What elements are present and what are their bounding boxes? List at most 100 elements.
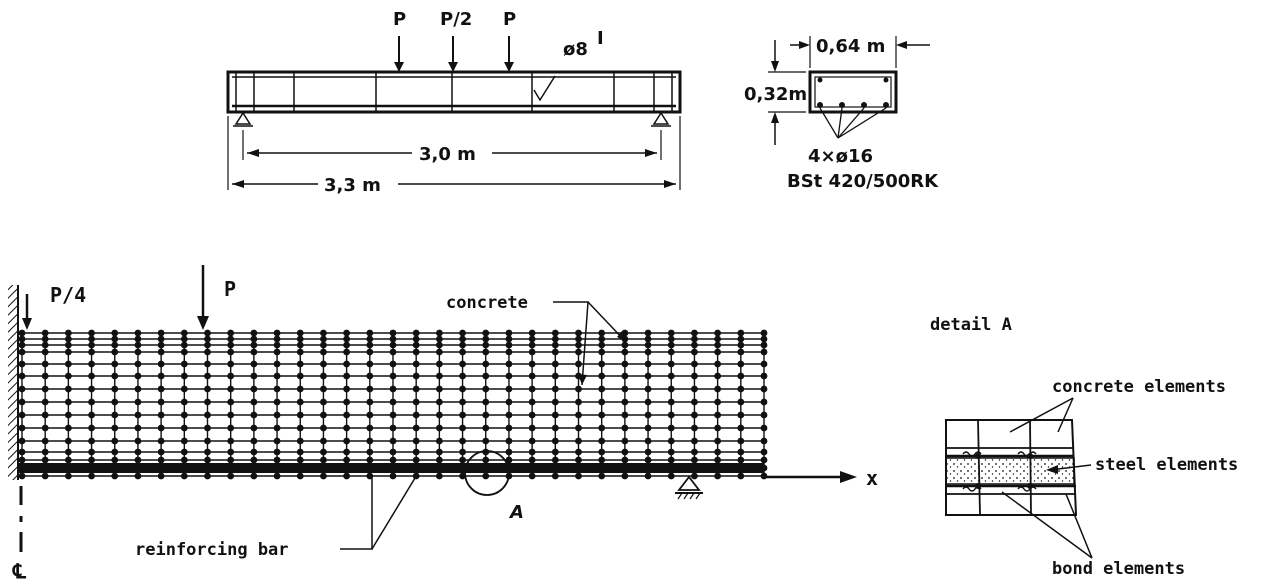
mesh-node bbox=[296, 360, 304, 368]
mesh-node bbox=[64, 329, 72, 337]
mesh-node bbox=[760, 398, 768, 406]
mesh-node bbox=[320, 398, 327, 406]
mesh-node bbox=[644, 456, 652, 464]
mesh-node bbox=[598, 398, 606, 406]
span-inner-label: 3,0 m bbox=[419, 144, 476, 165]
mesh-node bbox=[551, 329, 559, 337]
mesh-node bbox=[111, 398, 119, 406]
beam-stirrups bbox=[235, 72, 673, 112]
mesh-node bbox=[760, 348, 768, 356]
mesh-node bbox=[296, 385, 304, 393]
mesh-node bbox=[435, 372, 443, 380]
mesh-node bbox=[621, 398, 629, 406]
mesh-node bbox=[88, 456, 95, 464]
mesh-node bbox=[343, 335, 351, 343]
mesh-node bbox=[88, 335, 95, 343]
mesh-node bbox=[691, 341, 698, 349]
mesh-node bbox=[343, 360, 351, 368]
mesh-node bbox=[111, 411, 119, 419]
section-rebars bbox=[817, 77, 889, 108]
mesh-node bbox=[714, 372, 722, 380]
beam-load-right-label: P bbox=[503, 9, 516, 30]
mesh-node bbox=[482, 424, 490, 432]
mesh-node bbox=[227, 456, 235, 464]
detail-concrete-label: concrete elements bbox=[1052, 377, 1226, 397]
symmetry-hatch bbox=[8, 285, 18, 480]
mesh-node bbox=[366, 341, 374, 349]
mesh-node bbox=[111, 472, 119, 480]
mesh-node bbox=[691, 398, 698, 406]
mesh-node bbox=[250, 437, 258, 445]
fe-model: ℄ P/4 P concrete x A bbox=[8, 265, 878, 581]
section-outline bbox=[808, 70, 898, 114]
mesh-node bbox=[505, 456, 513, 464]
mesh-node bbox=[204, 424, 211, 432]
mesh-node bbox=[320, 360, 327, 368]
rebar-leader bbox=[340, 478, 373, 550]
mesh-node bbox=[575, 398, 582, 406]
mesh-node bbox=[227, 448, 235, 456]
mesh-node bbox=[505, 411, 513, 419]
mesh-node bbox=[204, 398, 211, 406]
mesh-node bbox=[435, 456, 443, 464]
mesh-node bbox=[667, 398, 675, 406]
mesh-node bbox=[389, 360, 397, 368]
mesh-node bbox=[343, 424, 351, 432]
mesh-node bbox=[204, 329, 211, 337]
detail-a-label: A bbox=[508, 502, 524, 523]
mesh-node bbox=[18, 437, 26, 445]
mesh-node bbox=[111, 424, 119, 432]
mesh-node bbox=[482, 385, 490, 393]
mesh-node bbox=[412, 411, 420, 419]
mesh-node bbox=[41, 448, 49, 456]
mesh-node bbox=[389, 372, 397, 380]
mesh-node bbox=[482, 398, 490, 406]
mesh-node bbox=[204, 448, 211, 456]
mesh-node bbox=[64, 437, 72, 445]
mesh-node bbox=[389, 411, 397, 419]
mesh-node bbox=[435, 341, 443, 349]
mesh-node bbox=[389, 335, 397, 343]
mesh-node bbox=[134, 329, 142, 337]
mesh-node bbox=[435, 329, 443, 337]
mesh-node bbox=[273, 329, 281, 337]
mesh-node bbox=[273, 424, 281, 432]
mesh-node bbox=[505, 348, 513, 356]
mesh-node bbox=[505, 424, 513, 432]
mesh-node bbox=[134, 411, 142, 419]
mesh-node bbox=[389, 329, 397, 337]
mesh-node bbox=[134, 437, 142, 445]
mesh-node bbox=[459, 437, 466, 445]
mesh-node bbox=[227, 385, 235, 393]
concrete-label: concrete bbox=[446, 293, 528, 313]
mesh-node bbox=[250, 372, 258, 380]
mesh-node bbox=[667, 456, 675, 464]
mesh-node bbox=[575, 360, 582, 368]
mesh-node bbox=[505, 372, 513, 380]
mesh-node bbox=[737, 398, 745, 406]
mesh-node bbox=[134, 456, 142, 464]
mesh-node bbox=[343, 437, 351, 445]
mesh-node bbox=[644, 360, 652, 368]
section-steel-grade-label: BSt 420/500RK bbox=[787, 171, 939, 192]
mesh-node bbox=[760, 424, 768, 432]
mesh-node bbox=[157, 348, 165, 356]
mesh-node bbox=[505, 341, 513, 349]
mesh-node bbox=[180, 424, 188, 432]
stirrup-superscript: I bbox=[597, 28, 604, 49]
mesh-node bbox=[412, 472, 420, 480]
mesh-node bbox=[320, 411, 327, 419]
mesh-node bbox=[320, 341, 327, 349]
mesh-node bbox=[157, 456, 165, 464]
mesh-node bbox=[575, 437, 582, 445]
mesh-node bbox=[528, 456, 536, 464]
mesh-node bbox=[667, 335, 675, 343]
mesh-node bbox=[528, 341, 536, 349]
mesh-node bbox=[64, 398, 72, 406]
cross-section: 0,64 m 0,32m 4×ø16 BSt 420/500RK bbox=[744, 36, 939, 192]
mesh-node bbox=[366, 448, 374, 456]
mesh-node bbox=[18, 360, 26, 368]
mesh-node bbox=[598, 411, 606, 419]
mesh-node bbox=[528, 411, 536, 419]
mesh-node bbox=[320, 329, 327, 337]
